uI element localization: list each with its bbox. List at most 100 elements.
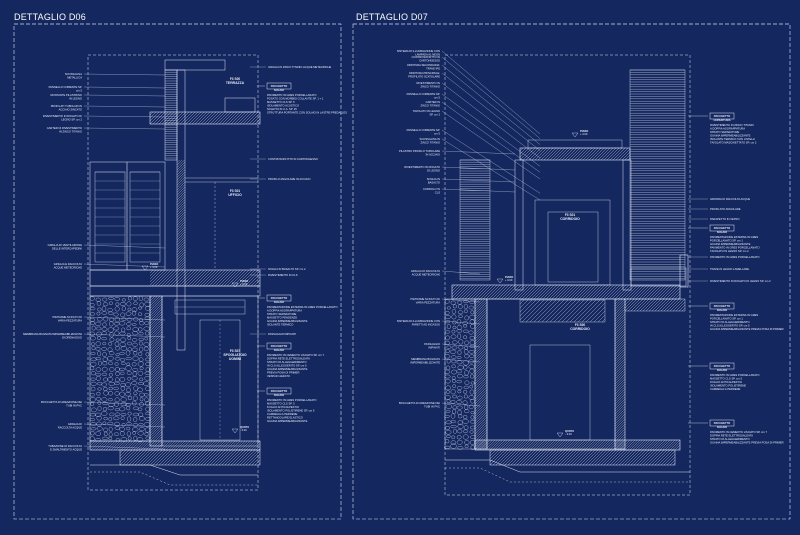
hatch-line	[235, 441, 246, 450]
hatch-line	[206, 450, 223, 465]
hatch-line	[187, 270, 205, 286]
hatch-line	[245, 450, 260, 465]
d07-retaining-wall-right-hatch	[615, 299, 625, 449]
stone	[462, 418, 469, 424]
stone	[132, 371, 137, 377]
hatch-line	[118, 441, 128, 450]
stone	[444, 445, 451, 449]
hatch-line	[177, 161, 185, 171]
stone	[91, 342, 95, 346]
hatch-line	[200, 112, 214, 124]
stone	[456, 386, 463, 390]
stone	[145, 331, 150, 336]
leader-line	[441, 178, 516, 183]
stone	[131, 381, 138, 385]
leader-line	[441, 82, 541, 159]
stone	[113, 432, 120, 436]
stone	[470, 425, 476, 430]
room-code: F3 S07	[230, 349, 241, 353]
hatch-line	[223, 441, 233, 450]
stone	[120, 416, 125, 420]
hatch-line	[615, 308, 625, 320]
hatch-line	[522, 440, 533, 450]
hatch-line	[497, 440, 508, 450]
callout-line: PAVIMENTAZIONE ESTERNA IN GRES	[710, 235, 758, 239]
stone	[446, 345, 452, 349]
stone	[89, 436, 95, 441]
hatch-line	[110, 441, 121, 450]
hatch-line	[607, 440, 618, 450]
hatch-line	[225, 441, 236, 450]
hatch-line	[615, 371, 625, 382]
hatch-line	[115, 441, 126, 450]
hatch-line	[487, 440, 498, 450]
hatch-line	[239, 450, 256, 465]
hatch-line	[211, 270, 229, 286]
hatch-line	[599, 285, 615, 299]
hatch-line	[175, 270, 193, 286]
stone	[127, 396, 133, 401]
callout-line: STRATO SEPARATORE	[267, 312, 297, 316]
hatch-line	[492, 450, 509, 465]
callout-line: PAVIMENTO IN GRES PORCELLANATO	[267, 398, 316, 402]
hatch-line	[588, 148, 602, 160]
d07-column-right	[622, 159, 632, 291]
level-triangle	[141, 265, 149, 271]
hatch-line	[517, 440, 528, 450]
hatch-line	[557, 440, 568, 450]
hatch-line	[582, 148, 596, 160]
d07-gravel-fill	[444, 299, 476, 450]
stone	[445, 335, 451, 341]
hatch-line	[242, 112, 256, 124]
hatch-line	[603, 148, 617, 160]
room-name: UFFICIO	[228, 193, 242, 197]
callout-line: A DOPPIA AGGRAPPATURA	[710, 127, 745, 131]
stone	[138, 332, 144, 336]
stone	[468, 350, 475, 354]
hatch-line	[177, 219, 185, 228]
hatch-line	[618, 450, 635, 465]
hatch-line	[632, 285, 648, 299]
stone	[464, 354, 470, 359]
hatch-line	[120, 450, 127, 457]
stone	[139, 302, 144, 308]
leader-line	[441, 72, 541, 151]
stone	[457, 429, 463, 434]
hatch-line	[177, 204, 185, 213]
hatch-line	[615, 378, 625, 390]
hatch-line	[181, 266, 185, 270]
callout-line: ISOLANTE TERMICO CON LISTELLI	[710, 137, 755, 141]
hatch-line	[529, 300, 553, 322]
label-text-cont: DI DRENAGGIO	[62, 335, 82, 339]
hatch-line	[452, 285, 456, 289]
hatch-line	[537, 440, 548, 450]
hatch-line	[150, 311, 162, 324]
hatch-line	[494, 440, 506, 450]
hatch-line	[179, 112, 193, 124]
stone	[132, 355, 139, 361]
hatch-line	[549, 300, 573, 322]
hatch-line	[648, 450, 665, 465]
label-text: CONTROSOFFITTO IN CARTONGESSO	[268, 157, 318, 161]
d06-label-mid: CONTROSOFFITTO IN CARTONGESSO	[250, 157, 318, 161]
hatch-line	[177, 256, 185, 266]
hatch-line	[565, 300, 589, 322]
hatch-line	[612, 440, 623, 450]
stone	[452, 340, 458, 345]
hatch-line	[642, 440, 653, 450]
hatch-line	[224, 112, 238, 124]
stone	[451, 314, 457, 320]
stone	[446, 306, 451, 310]
label-text-cont: METALLICA	[67, 75, 82, 79]
stone	[90, 386, 96, 392]
hatch-line	[639, 440, 651, 450]
hatch-line	[512, 285, 528, 299]
label-text-cont: BASALTO	[428, 180, 440, 184]
leader-line	[441, 166, 516, 171]
stone	[101, 297, 108, 302]
